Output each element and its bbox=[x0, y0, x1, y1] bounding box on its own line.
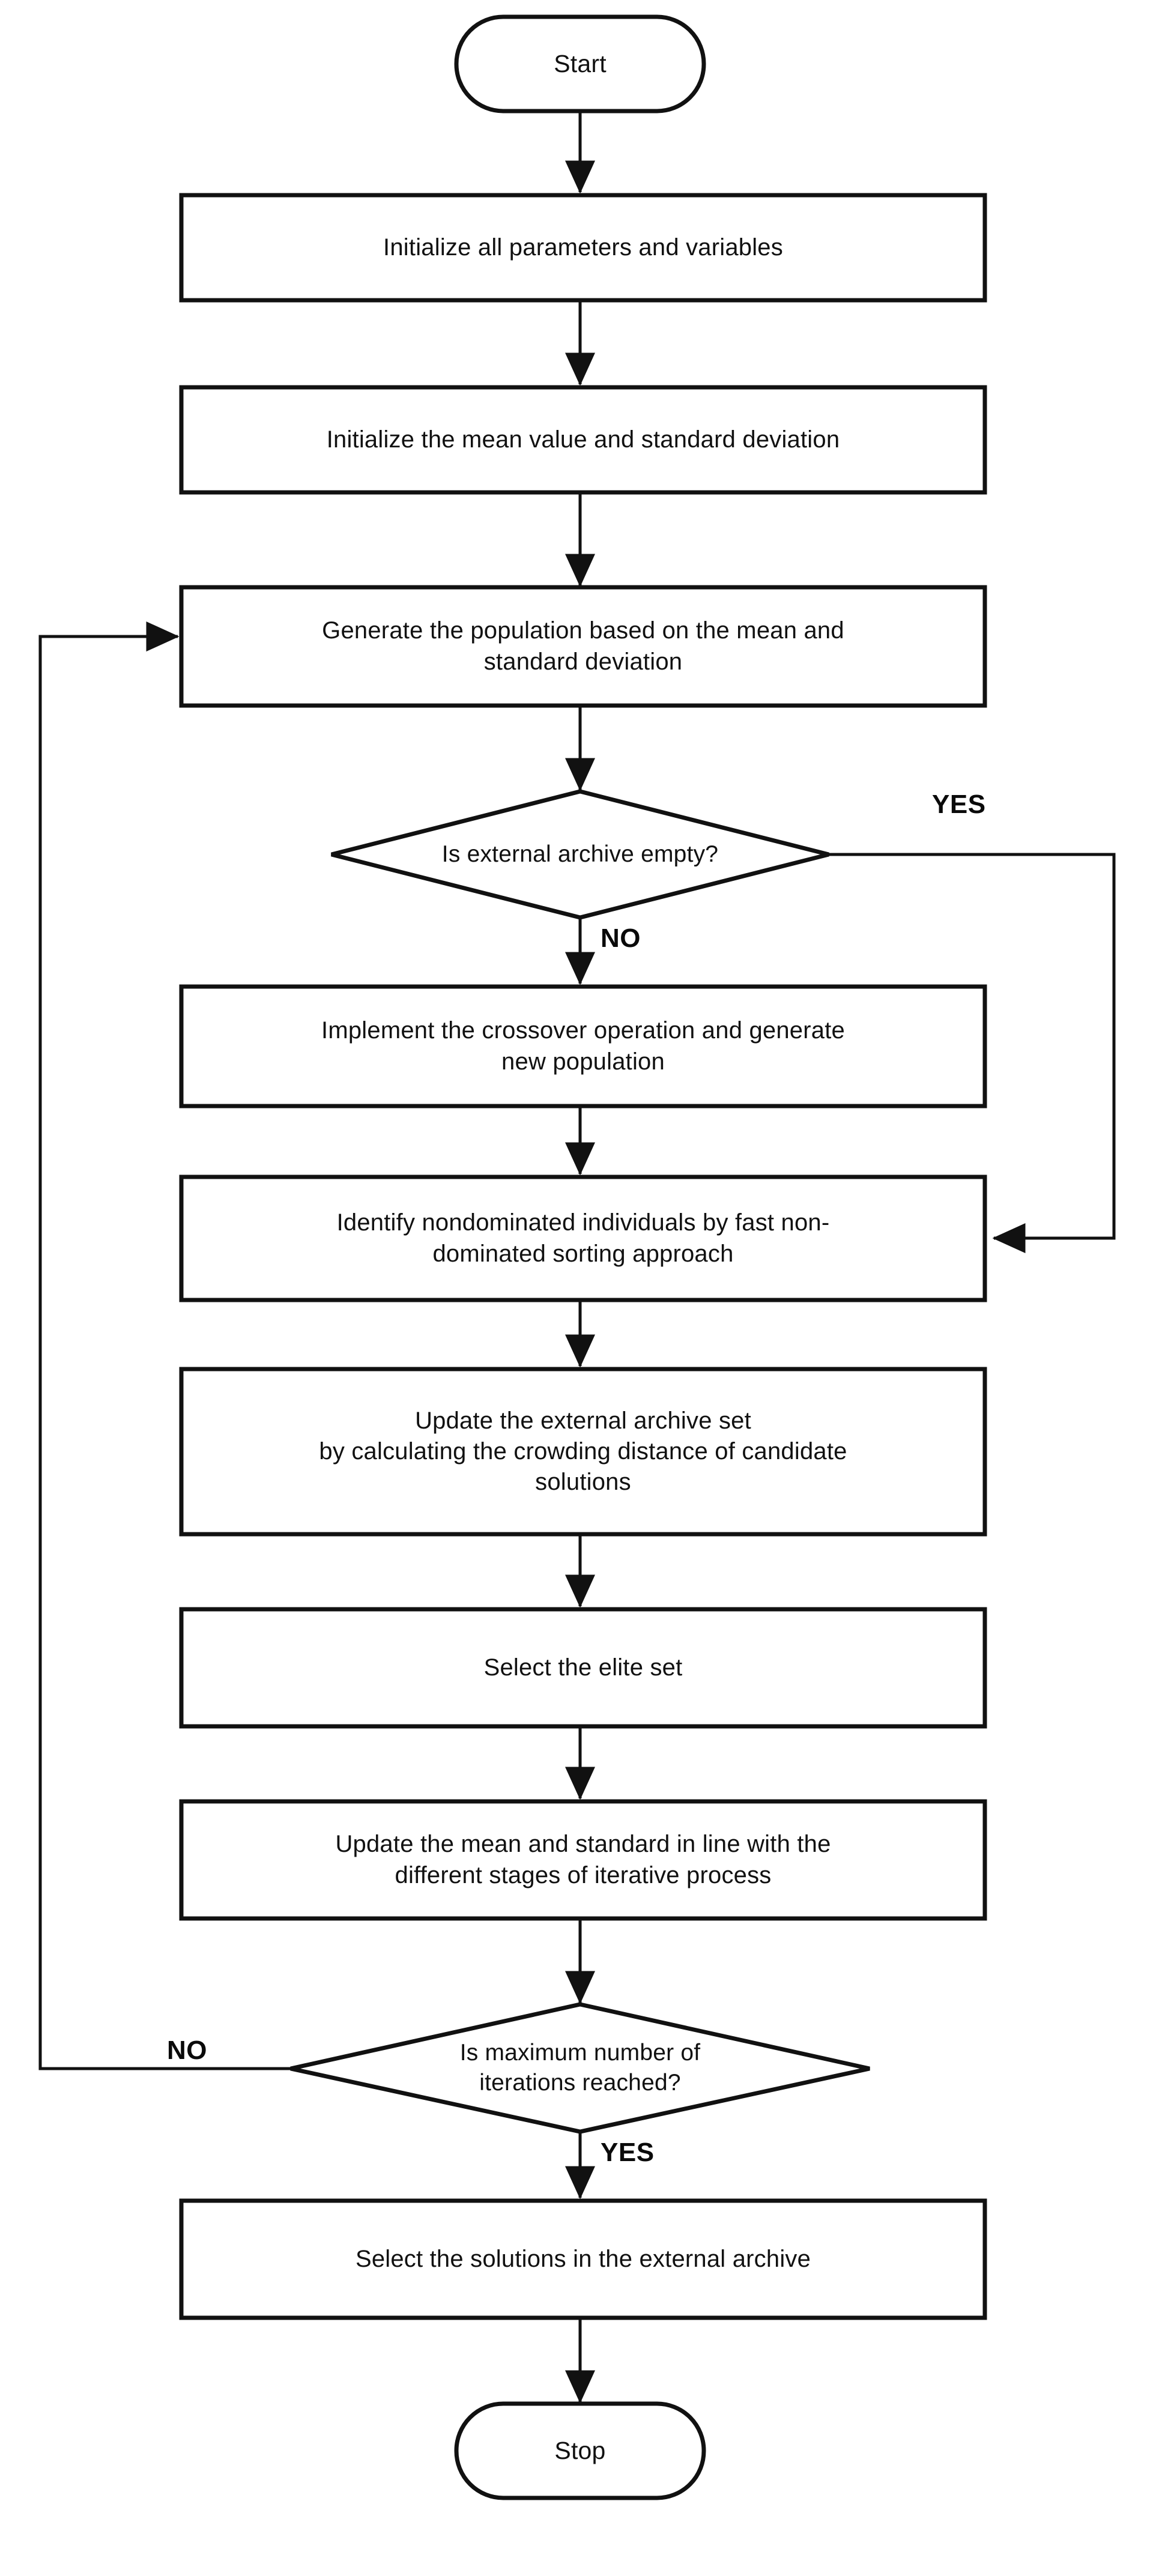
node-shape-update-archive[interactable] bbox=[179, 1367, 987, 1537]
node-shape-stop[interactable] bbox=[454, 2401, 706, 2500]
node-shape-identify-nondominated[interactable] bbox=[179, 1175, 987, 1302]
edge-label-archive-empty-yes: YES bbox=[932, 790, 986, 819]
node-shape-select-solutions[interactable] bbox=[179, 2198, 987, 2320]
node-shape-update-mean-std[interactable] bbox=[179, 1799, 987, 1921]
node-shape-start[interactable] bbox=[454, 14, 706, 113]
edge-max-iterations-no-to-generate-population bbox=[38, 621, 298, 2070]
edge-label-max-iterations-yes: YES bbox=[601, 2138, 655, 2167]
edge-label-archive-empty-no: NO bbox=[601, 924, 641, 953]
edge-archive-empty-yes-to-identify bbox=[829, 853, 1116, 1253]
edge-label-max-iterations-no: NO bbox=[167, 2036, 207, 2065]
node-shape-max-iterations[interactable] bbox=[290, 2002, 870, 2134]
node-shape-select-elite[interactable] bbox=[179, 1607, 987, 1729]
node-shape-crossover[interactable] bbox=[179, 984, 987, 1108]
node-shape-archive-empty[interactable] bbox=[331, 789, 829, 920]
node-shape-init-params[interactable] bbox=[179, 193, 987, 303]
node-shape-init-mean-std[interactable] bbox=[179, 385, 987, 495]
node-shape-generate-population[interactable] bbox=[179, 585, 987, 708]
